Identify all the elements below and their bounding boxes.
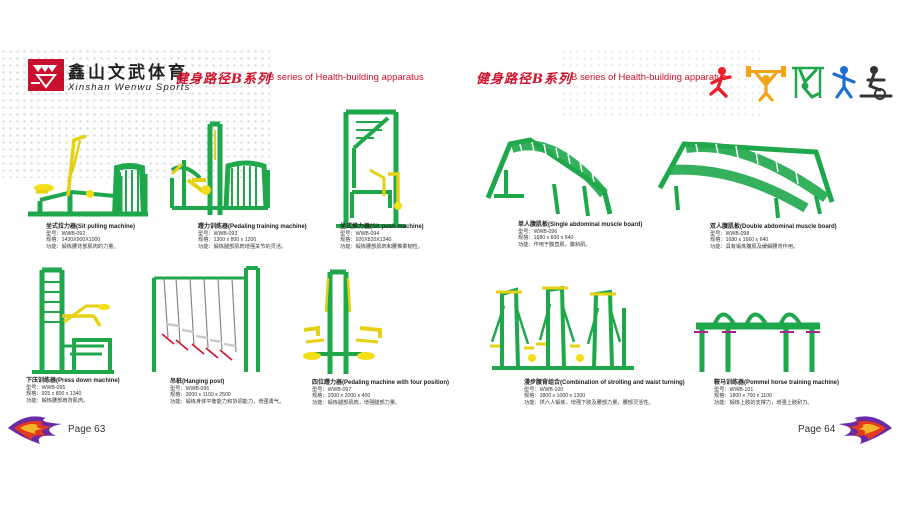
halftone-pattern-right	[560, 48, 760, 118]
product-caption-pedaling-training: 蹬力训练器(Pedaling training machine) 型号：WWB-…	[198, 224, 307, 250]
product-caption-hanging-post: 吊桩(Hanging post) 型号：WWB-096 规格：3000 x 11…	[170, 379, 285, 405]
logo-mark-icon	[28, 59, 64, 91]
rowing-machine-icon	[859, 66, 893, 100]
gymnastics-figure-icon	[792, 66, 824, 99]
flame-decoration-right-icon	[838, 416, 892, 444]
pommel-horse-illustration	[694, 312, 820, 372]
brand-name-cn: 鑫山文武体育	[68, 63, 188, 83]
product-caption-pommel-horse: 鞍马训练器(Pommel horse training machine) 型号：…	[714, 380, 840, 406]
sport-icons	[709, 66, 893, 102]
pedaling-training-machine-illustration	[170, 121, 270, 215]
series-title-en-left: B series of Health-building apparatus	[268, 72, 424, 83]
press-down-machine-illustration	[32, 267, 114, 374]
product-caption-single-abdominal: 单人腹肌板(Single abdominal muscle board) 型号：…	[518, 222, 643, 248]
product-caption-four-position-pedaling: 四位蹬力器(Pedaling machine with four positio…	[312, 380, 450, 406]
double-abdominal-board-illustration	[657, 141, 835, 219]
weightlifting-figure-icon	[746, 66, 786, 102]
series-title-cn-right: 健身路径B系列	[476, 72, 572, 87]
jumping-figure-icon	[832, 66, 856, 99]
product-caption-sit-pulling: 坐式拉力器(Sit pulling machine) 型号：WWB-092 规格…	[46, 224, 136, 250]
right-page	[450, 48, 900, 458]
product-caption-sit-push: 坐式推力器(Sit push machine) 型号：WWB-094 规格：92…	[340, 224, 424, 250]
product-caption-press-down: 下压训练器(Press down machine) 型号：WWB-095 规格：…	[26, 378, 120, 404]
sit-push-machine-illustration	[336, 109, 406, 228]
four-position-pedaling-illustration	[303, 269, 382, 374]
running-figure-icon	[709, 67, 732, 98]
page-number-left: Page 63	[68, 424, 106, 435]
single-abdominal-board-illustration	[485, 137, 613, 217]
page-number-right: Page 64	[798, 424, 836, 435]
series-title-cn-left: 健身路径B系列	[175, 72, 271, 87]
sit-pulling-machine-illustration	[28, 134, 148, 217]
brand-logo	[28, 59, 64, 91]
product-caption-double-abdominal: 双人腹肌板(Double abdominal muscle board) 型号：…	[710, 224, 837, 250]
flame-decoration-left-icon	[8, 416, 62, 444]
hanging-post-illustration	[152, 266, 260, 372]
product-caption-strolling-waist: 漫步腰背组合(Combination of strolling and wais…	[524, 380, 685, 406]
strolling-waist-combination-illustration	[490, 285, 634, 370]
series-title-en-right: B series of Health-building apparatus	[571, 72, 727, 83]
brand-name-en: Xinshan Wenwu Sports	[68, 82, 191, 93]
